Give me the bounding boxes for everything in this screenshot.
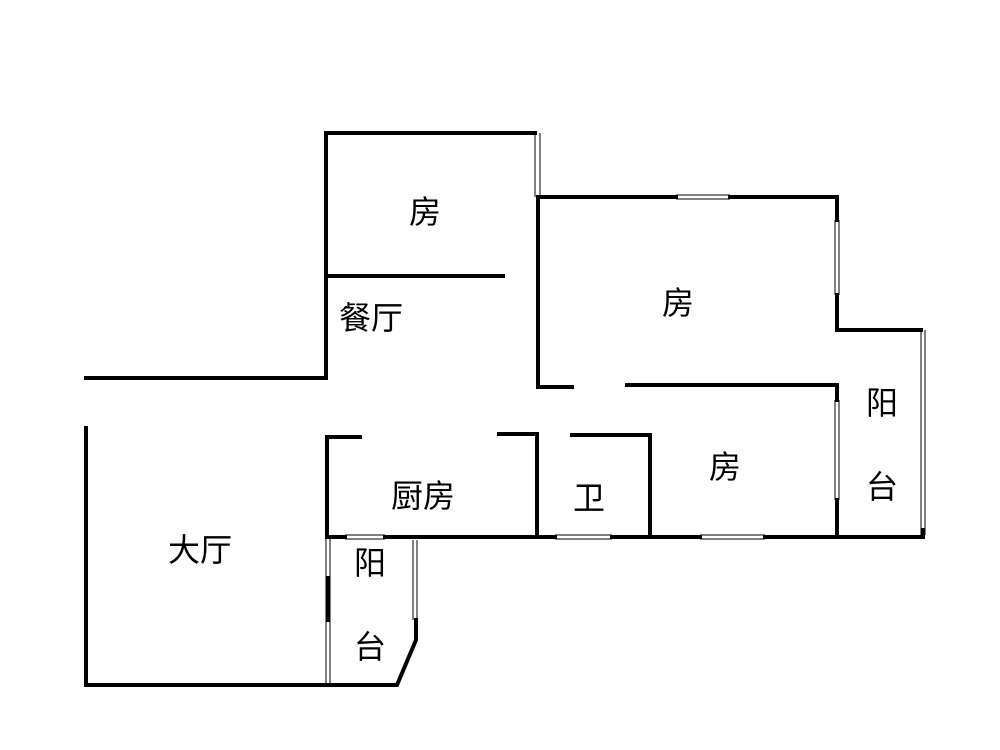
room-label-bedroom-top: 房 <box>408 193 442 231</box>
wall <box>324 131 537 380</box>
wall <box>497 432 539 539</box>
wall <box>536 195 923 389</box>
window <box>834 400 840 500</box>
wall <box>625 383 839 539</box>
window <box>412 540 418 620</box>
window <box>325 537 331 685</box>
window <box>920 330 926 535</box>
wall <box>325 435 362 539</box>
room-label-balcony-bottom: 阳台 <box>353 544 386 666</box>
room-label-bathroom: 卫 <box>572 479 606 517</box>
window <box>555 534 612 540</box>
wall <box>570 433 652 539</box>
room-label-bedroom-large: 房 <box>661 284 695 322</box>
window <box>834 220 840 295</box>
window <box>534 133 541 197</box>
room-label-living-room: 大厅 <box>167 531 233 569</box>
window <box>676 194 730 200</box>
window <box>700 534 765 540</box>
room-label-dining: 餐厅 <box>338 299 404 337</box>
room-label-bedroom-small: 房 <box>708 448 742 486</box>
window <box>345 534 385 540</box>
room-label-balcony-right: 阳台 <box>865 384 898 506</box>
wall <box>325 528 925 539</box>
wall <box>84 426 418 687</box>
room-label-kitchen: 厨房 <box>390 477 456 515</box>
